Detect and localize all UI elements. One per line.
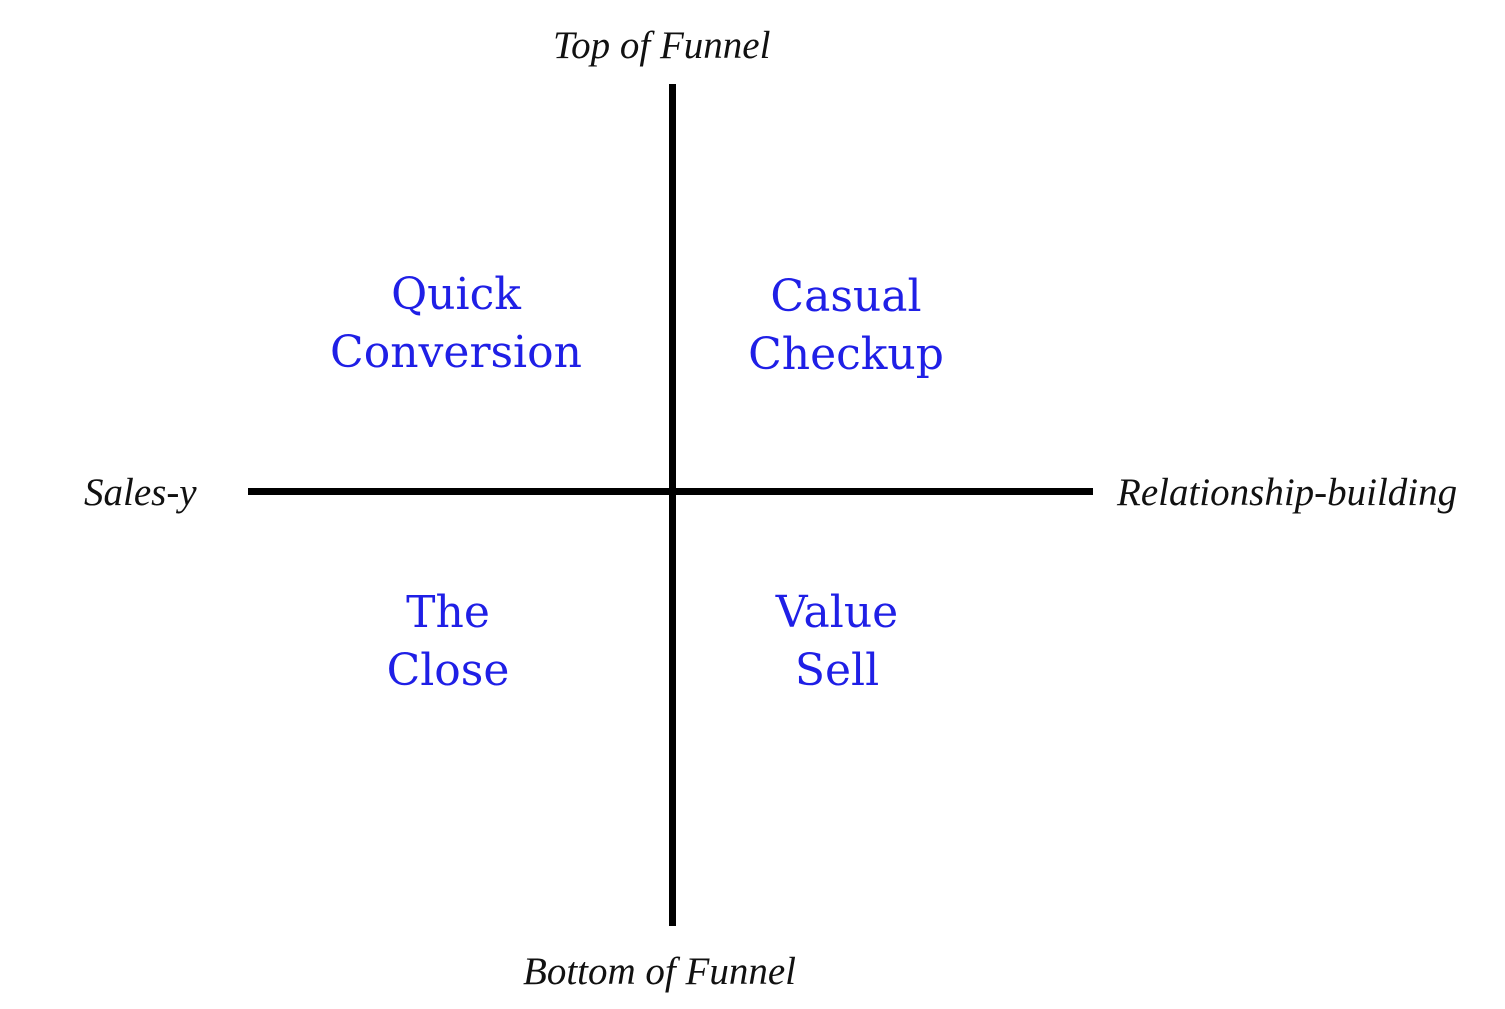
horizontal-axis-line (248, 488, 1093, 495)
axis-label-top: Top of Funnel (553, 24, 771, 67)
quadrant-bottom-right: Value Sell (776, 584, 898, 700)
quadrant-bottom-left: The Close (387, 584, 510, 700)
quadrant-top-left-line1: Quick (391, 269, 521, 320)
quadrant-bottom-right-line1: Value (775, 587, 899, 638)
quadrant-top-left-line2: Conversion (330, 327, 582, 378)
quadrant-bottom-right-line2: Sell (794, 645, 880, 696)
axis-label-right: Relationship-building (1117, 471, 1458, 514)
vertical-axis-line (669, 84, 676, 926)
quadrant-bottom-left-line2: Close (386, 645, 510, 696)
quadrant-top-right-line1: Casual (770, 271, 922, 322)
quadrant-bottom-left-line1: The (406, 587, 490, 638)
axis-label-bottom: Bottom of Funnel (523, 950, 796, 993)
quadrant-top-left: Quick Conversion (330, 266, 582, 382)
quadrant-top-right: Casual Checkup (748, 268, 944, 384)
axis-label-left: Sales-y (84, 471, 197, 514)
quadrant-top-right-line2: Checkup (748, 329, 944, 380)
